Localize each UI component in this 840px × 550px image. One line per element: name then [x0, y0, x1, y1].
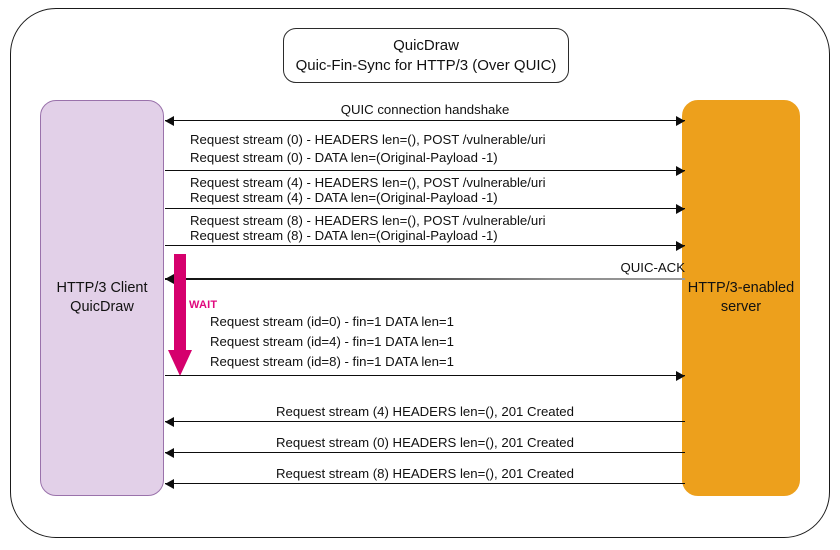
message-label-fin-burst-line-1: Request stream (id=0) - fin=1 DATA len=1 — [210, 314, 454, 329]
message-line-stream-0-request — [165, 170, 685, 171]
wait-block-arrow — [168, 254, 192, 376]
message-line-stream-8-request — [165, 245, 685, 246]
message-line-quic-ack — [165, 278, 685, 280]
actor-server-label-line-1: HTTP/3-enabled — [687, 280, 795, 297]
message-label-response-stream-8: Request stream (8) HEADERS len=(), 201 C… — [276, 466, 574, 481]
message-line-response-stream-8 — [165, 483, 685, 484]
arrowhead-handshake-left — [165, 115, 174, 126]
message-line-response-stream-0 — [165, 452, 685, 453]
arrowhead-stream-8-request — [676, 240, 685, 251]
message-label-fin-burst-line-2: Request stream (id=4) - fin=1 DATA len=1 — [210, 334, 454, 349]
message-label-response-stream-0: Request stream (0) HEADERS len=(), 201 C… — [276, 435, 574, 450]
message-label-stream-4-request-line-2: Request stream (4) - DATA len=(Original-… — [190, 190, 498, 205]
message-label-handshake: QUIC connection handshake — [340, 102, 510, 117]
actor-server-label-line-2: server — [720, 299, 762, 315]
arrowhead-fin-burst — [676, 370, 685, 381]
message-label-fin-burst-line-3: Request stream (id=8) - fin=1 DATA len=1 — [210, 354, 454, 369]
actor-client-label-line-1: HTTP/3 Client — [56, 280, 148, 297]
message-line-response-stream-4 — [165, 421, 685, 422]
arrowhead-response-stream-0 — [165, 447, 174, 458]
diagram-title-line-1: QuicDraw — [393, 36, 459, 54]
wait-label: WAIT — [189, 299, 218, 311]
message-label-stream-0-request-line-1: Request stream (0) - HEADERS len=(), POS… — [190, 132, 546, 147]
actor-http3-client[interactable]: HTTP/3 Client QuicDraw — [40, 100, 164, 496]
message-line-stream-4-request — [165, 208, 685, 209]
arrowhead-response-stream-4 — [165, 416, 174, 427]
message-line-fin-burst — [165, 375, 685, 376]
message-label-response-stream-4: Request stream (4) HEADERS len=(), 201 C… — [276, 404, 574, 419]
message-label-stream-4-request-line-1: Request stream (4) - HEADERS len=(), POS… — [190, 175, 546, 190]
arrowhead-handshake-right — [676, 115, 685, 126]
actor-client-label-line-2: QuicDraw — [70, 299, 134, 315]
arrowhead-stream-0-request — [676, 165, 685, 176]
arrowhead-stream-4-request — [676, 203, 685, 214]
actor-http3-server[interactable]: HTTP/3-enabled server — [682, 100, 800, 496]
message-label-stream-0-request-line-2: Request stream (0) - DATA len=(Original-… — [190, 150, 498, 165]
message-label-stream-8-request-line-1: Request stream (8) - HEADERS len=(), POS… — [190, 213, 546, 228]
message-label-quic-ack: QUIC-ACK — [620, 260, 685, 275]
diagram-title-box: QuicDraw Quic-Fin-Sync for HTTP/3 (Over … — [283, 28, 569, 83]
arrowhead-quic-ack — [165, 274, 174, 284]
arrowhead-response-stream-8 — [165, 478, 174, 489]
diagram-title-line-2: Quic-Fin-Sync for HTTP/3 (Over QUIC) — [295, 56, 557, 74]
diagram-outer-frame — [10, 8, 830, 538]
message-label-stream-8-request-line-2: Request stream (8) - DATA len=(Original-… — [190, 228, 498, 243]
message-line-handshake — [165, 120, 685, 121]
